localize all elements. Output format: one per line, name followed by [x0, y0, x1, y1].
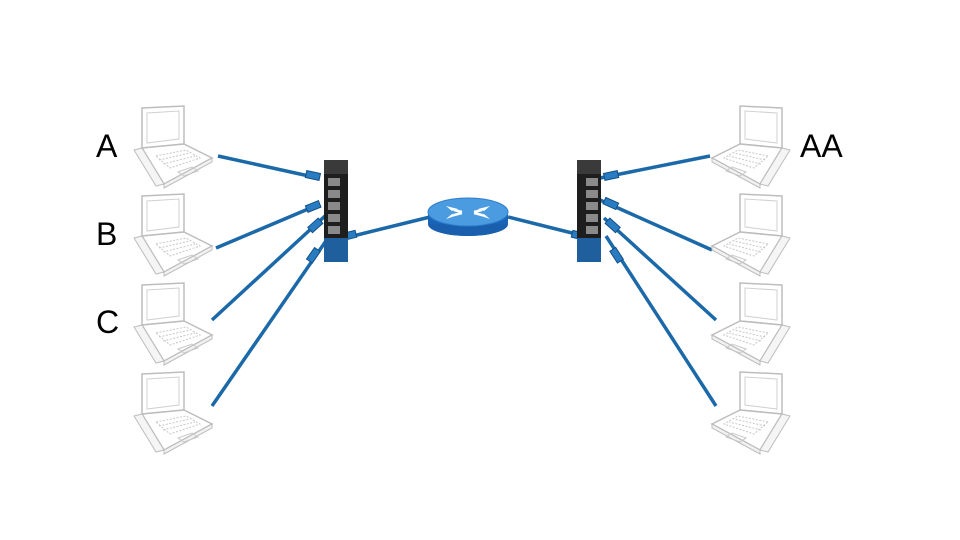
plug-right-3 [604, 217, 621, 234]
laptop-icon [133, 105, 213, 189]
laptop-icon [133, 371, 213, 455]
label-b: B [96, 216, 118, 252]
plug-right-4 [609, 246, 625, 264]
cable-d-switch [210, 237, 330, 407]
router-icon [427, 197, 509, 236]
plug-left-4 [305, 246, 321, 264]
network-switch-right [577, 160, 601, 262]
label-aa: AA [800, 128, 843, 164]
laptop-icon [133, 282, 213, 366]
plug-right-1 [602, 170, 620, 181]
network-switch-left [324, 160, 348, 262]
cable-switch-left-router [344, 215, 431, 240]
laptop-icon [711, 105, 791, 189]
cable-router-switch-right [507, 215, 585, 238]
cable-b-switch [215, 202, 321, 250]
cable-right3-switch [602, 216, 718, 322]
cable-a-switch [217, 154, 319, 180]
plug-left-1 [304, 170, 322, 181]
cable-plugs [304, 170, 625, 264]
laptop-icon [133, 193, 213, 277]
laptop-icon [711, 282, 791, 366]
cable-group-right [507, 154, 718, 407]
label-a: A [96, 128, 118, 164]
laptop-icon [711, 193, 791, 277]
laptop-icon [711, 371, 791, 455]
plug-right-2 [602, 196, 620, 211]
label-c: C [96, 304, 120, 340]
plug-left-3 [307, 217, 324, 234]
plug-left-2 [304, 199, 322, 213]
cable-group-left [210, 154, 431, 407]
cable-right4-switch [604, 235, 718, 407]
cable-c-switch [210, 214, 327, 322]
cable-right2-switch [599, 198, 713, 252]
